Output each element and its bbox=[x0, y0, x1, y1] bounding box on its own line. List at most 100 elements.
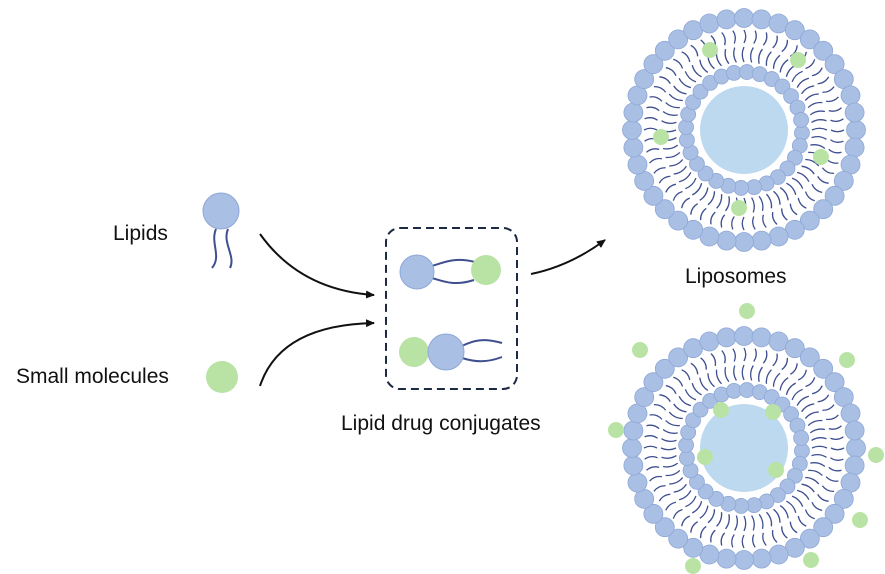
lipid-tail bbox=[665, 385, 677, 395]
lipid-tail bbox=[821, 485, 835, 493]
lipid-tail bbox=[662, 111, 678, 116]
lipid-tail bbox=[753, 30, 757, 44]
lipid-tail bbox=[653, 167, 666, 174]
lipid-tail bbox=[781, 357, 789, 371]
lipid-tail bbox=[710, 211, 716, 225]
lipid-tail bbox=[811, 385, 823, 395]
lipid-head bbox=[634, 69, 655, 90]
lipid-head bbox=[844, 137, 865, 158]
lipid-tail bbox=[786, 500, 797, 514]
lipid-head bbox=[643, 503, 664, 524]
lipid-tail bbox=[678, 490, 692, 501]
lipid-tail bbox=[811, 67, 823, 77]
drug-molecule bbox=[739, 303, 755, 319]
lipid-tail bbox=[668, 411, 683, 420]
lipid-head bbox=[699, 13, 720, 34]
lipid-tail bbox=[658, 493, 671, 502]
lipid-tail bbox=[753, 348, 757, 362]
drug-molecule bbox=[471, 255, 501, 285]
lipid-tail bbox=[691, 182, 703, 196]
lipid-tail bbox=[649, 414, 663, 420]
lipid-tail bbox=[662, 429, 678, 434]
lipid-tail bbox=[786, 182, 797, 196]
lipid-tail bbox=[678, 395, 692, 407]
lipid-tail bbox=[716, 194, 723, 209]
lipid-head bbox=[846, 120, 866, 140]
lipid-tail bbox=[789, 521, 798, 534]
lipid-tail bbox=[809, 428, 826, 434]
lipid-head bbox=[799, 210, 820, 231]
lipid-head bbox=[622, 120, 642, 140]
conjugate-drug-lipid bbox=[399, 333, 503, 371]
lipid-tail bbox=[691, 382, 702, 396]
lipid-tail bbox=[758, 48, 763, 64]
lipid-tail bbox=[685, 495, 697, 508]
lipid-tail bbox=[779, 187, 789, 201]
lipid-tail bbox=[691, 500, 703, 514]
lipid-tail bbox=[779, 377, 789, 391]
lipid-tail bbox=[681, 515, 691, 527]
lipid-head bbox=[833, 170, 854, 191]
lipid-tail bbox=[762, 532, 767, 546]
lipid-head bbox=[716, 9, 737, 30]
lipid-tail bbox=[773, 508, 781, 523]
lipid-tail bbox=[690, 521, 699, 533]
lipid-head bbox=[683, 219, 704, 240]
lipid-tail bbox=[805, 377, 816, 388]
lipid-tail bbox=[805, 476, 820, 485]
lipid-tail bbox=[707, 191, 716, 206]
lipid-tail bbox=[646, 466, 660, 471]
liposome-bottom bbox=[608, 303, 884, 574]
lipid-tail bbox=[811, 135, 827, 140]
lipid-tail bbox=[721, 350, 726, 364]
lipid-tail bbox=[807, 101, 823, 109]
lipid-tail bbox=[772, 35, 778, 49]
lipid-head bbox=[668, 528, 689, 549]
lipid-tail bbox=[830, 436, 844, 440]
lipid-head bbox=[799, 29, 820, 50]
drug-molecule bbox=[653, 129, 669, 145]
lipid-tail bbox=[817, 394, 830, 403]
lipid-tail bbox=[649, 475, 662, 482]
lipid-tail bbox=[822, 86, 835, 93]
lipid-tail bbox=[672, 190, 683, 201]
lipid-tail bbox=[669, 159, 684, 167]
lipid-head bbox=[751, 9, 772, 30]
lipid-head bbox=[623, 455, 644, 476]
lipid-tail bbox=[811, 437, 827, 441]
lipid-head bbox=[627, 154, 648, 175]
lipid-tail bbox=[731, 534, 735, 548]
drug-molecule bbox=[813, 149, 829, 165]
lipid-tail bbox=[804, 93, 819, 101]
drug-molecule bbox=[852, 512, 868, 528]
lipid-tail bbox=[431, 277, 475, 285]
aqueous-core bbox=[700, 86, 788, 174]
lipid-head bbox=[668, 29, 689, 50]
lipid-head bbox=[683, 537, 704, 558]
lipid-tail bbox=[810, 144, 826, 149]
lipid-head bbox=[427, 333, 465, 371]
lipid-tail bbox=[699, 207, 707, 221]
lipid-tail bbox=[668, 93, 683, 102]
lipid-tail bbox=[724, 366, 730, 383]
lipid-tail bbox=[743, 347, 747, 362]
lipid-tail bbox=[644, 117, 658, 121]
lipid-tail bbox=[431, 258, 476, 267]
lipid-head bbox=[833, 488, 854, 509]
lipid-tail bbox=[720, 214, 726, 228]
lipid-tail bbox=[821, 167, 835, 175]
lipid-head bbox=[824, 503, 845, 524]
lipid-tail bbox=[643, 127, 658, 131]
lipid-tail bbox=[678, 172, 692, 183]
lipid-tail bbox=[644, 456, 658, 460]
lipid-tail bbox=[665, 102, 680, 109]
lipid-tail bbox=[734, 515, 739, 531]
lipid-tail bbox=[791, 388, 803, 401]
lipid-tail bbox=[809, 110, 826, 116]
lipid-tail bbox=[830, 447, 845, 451]
lipid-tail bbox=[699, 377, 709, 391]
lipid-head bbox=[734, 550, 754, 570]
lipid-tail bbox=[665, 67, 677, 77]
drug-molecule bbox=[697, 449, 713, 465]
lipid-tail bbox=[741, 46, 745, 63]
